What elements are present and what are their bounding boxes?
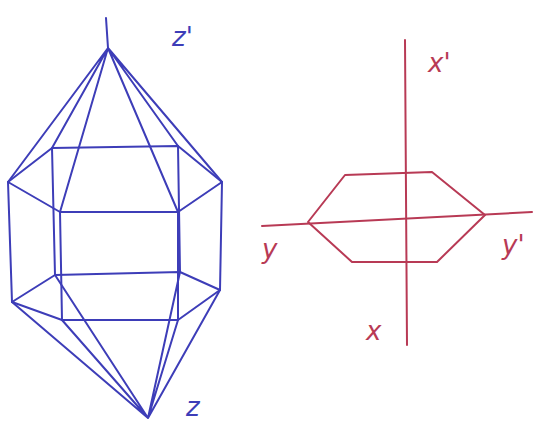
top-hexagon [8,146,222,212]
axis-label: x [366,318,381,344]
axis-cross [262,40,532,345]
axis-hexagon [308,172,485,262]
hexagonal-crystal [8,18,222,418]
top-pyramid [8,48,222,212]
bottom-hexagon [12,272,220,320]
axis-label: z' [172,24,193,50]
axis-label: z [186,394,200,420]
y-axis [262,212,532,226]
prism-edges [8,146,222,320]
axis-label: x' [428,50,451,76]
axis-label: y' [502,232,525,258]
x-axis [405,40,407,345]
axis-label: y [262,236,277,262]
z-axis-top [106,18,108,48]
